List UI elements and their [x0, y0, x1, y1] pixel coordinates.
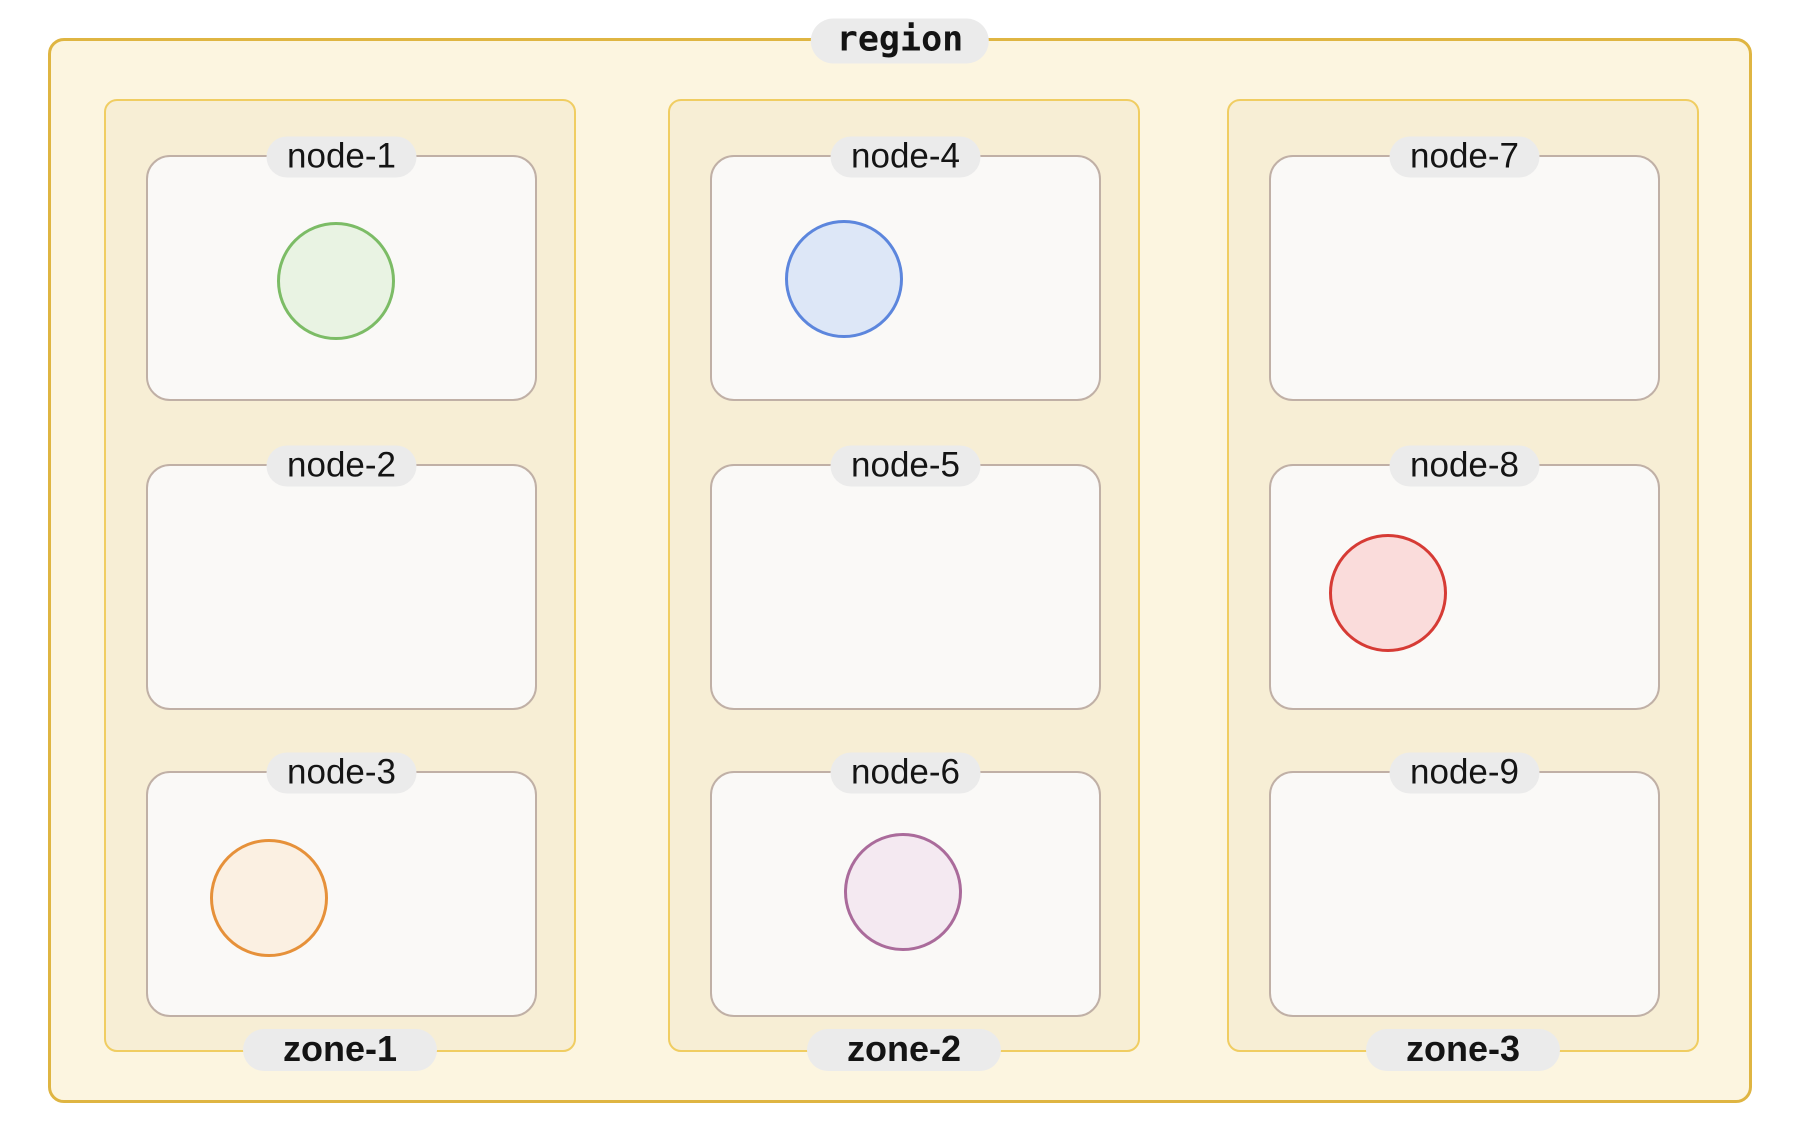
region-container: region node-1 node-2 node-3 zone-1 node-… [48, 18, 1752, 1103]
region-label: region [810, 18, 990, 64]
node-1-label: node-1 [266, 136, 417, 178]
zone-2: node-4 node-5 node-6 zone-2 [668, 99, 1140, 1071]
node-3-pod-circle [210, 839, 328, 957]
zone-3: node-7 node-8 node-9 zone-3 [1227, 99, 1699, 1071]
node-5-label: node-5 [830, 445, 981, 487]
node-2-label: node-2 [266, 445, 417, 487]
node-3: node-3 [146, 752, 537, 1017]
node-4-label: node-4 [830, 136, 981, 178]
zone-1-label: zone-1 [242, 1029, 438, 1071]
node-6-pod-circle [844, 833, 962, 951]
node-1: node-1 [146, 136, 537, 401]
node-7-label: node-7 [1389, 136, 1540, 178]
node-8-label: node-8 [1389, 445, 1540, 487]
node-4-pod-circle [785, 220, 903, 338]
node-1-pod-circle [277, 222, 395, 340]
node-9: node-9 [1269, 752, 1660, 1017]
node-4: node-4 [710, 136, 1101, 401]
node-7: node-7 [1269, 136, 1660, 401]
zone-1: node-1 node-2 node-3 zone-1 [104, 99, 576, 1071]
node-9-label: node-9 [1389, 752, 1540, 794]
node-6: node-6 [710, 752, 1101, 1017]
node-6-label: node-6 [830, 752, 981, 794]
node-3-label: node-3 [266, 752, 417, 794]
zone-2-label: zone-2 [806, 1029, 1002, 1071]
node-8-pod-circle [1329, 534, 1447, 652]
node-8: node-8 [1269, 445, 1660, 710]
zone-3-label: zone-3 [1365, 1029, 1561, 1071]
node-5: node-5 [710, 445, 1101, 710]
node-2: node-2 [146, 445, 537, 710]
